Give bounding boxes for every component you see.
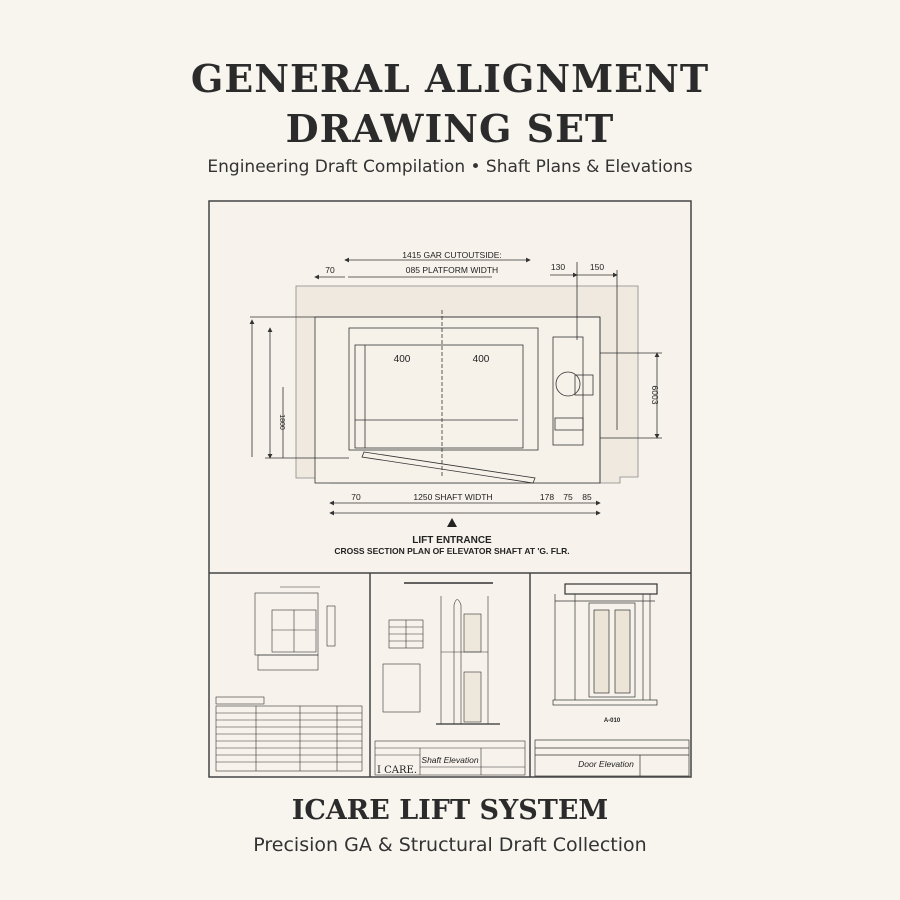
dim-platform-label: 085 PLATFORM WIDTH — [406, 265, 498, 275]
dim-shaft-width-label: 1250 SHAFT WIDTH — [413, 492, 492, 502]
dim-178-label: 178 — [540, 492, 554, 502]
door-sill — [361, 451, 536, 484]
footer-tagline: Precision GA & Structural Draft Collecti… — [253, 834, 647, 856]
dim-bottom-70-label: 70 — [351, 492, 361, 502]
plan-caption: CROSS SECTION PLAN OF ELEVATOR SHAFT AT … — [334, 546, 569, 556]
door-elevation-panel — [534, 583, 690, 777]
shaft-plan — [249, 257, 662, 516]
subtitle: Engineering Draft Compilation • Shaft Pl… — [207, 157, 693, 177]
footer-brand: ICARE LIFT SYSTEM — [291, 795, 609, 826]
dim-vertical-left-label: 1800 — [278, 414, 285, 430]
shaft-elevation-panel — [374, 582, 526, 776]
title-line-1: GENERAL ALIGNMENT — [190, 56, 710, 101]
counterweight-rail — [552, 336, 584, 446]
dim-150-label: 150 — [590, 262, 604, 272]
title-line-2: DRAWING SET — [285, 106, 615, 151]
dim-85-label: 85 — [582, 492, 592, 502]
mini-plan-panel — [215, 586, 363, 772]
shaft-outline — [314, 316, 601, 484]
entrance-arrow-icon — [447, 518, 457, 527]
door-sheet-ref: A-010 — [604, 718, 621, 724]
dim-130-label: 130 — [551, 262, 565, 272]
panel-right-label: 400 — [473, 354, 490, 365]
shaft-elevation-title: Shaft Elevation — [421, 755, 478, 765]
dim-70-label: 70 — [325, 265, 335, 275]
dim-vertical-right-label: 6003 — [650, 386, 660, 405]
panel-left-label: 400 — [394, 354, 411, 365]
door-elevation-title: Door Elevation — [578, 759, 634, 769]
dim-cutout-label: 1415 GAR CUTOUTSIDE: — [402, 250, 502, 260]
entrance-label: LIFT ENTRANCE — [412, 535, 492, 546]
schedule-rows — [216, 706, 362, 771]
car-inner — [354, 344, 524, 449]
machine-drum — [555, 371, 581, 397]
brand-mark: I CARE. — [377, 765, 417, 776]
dim-75-label: 75 — [563, 492, 573, 502]
car-outline — [348, 327, 539, 451]
plan-labels: 1415 GAR CUTOUTSIDE: 085 PLATFORM WIDTH … — [278, 250, 660, 556]
